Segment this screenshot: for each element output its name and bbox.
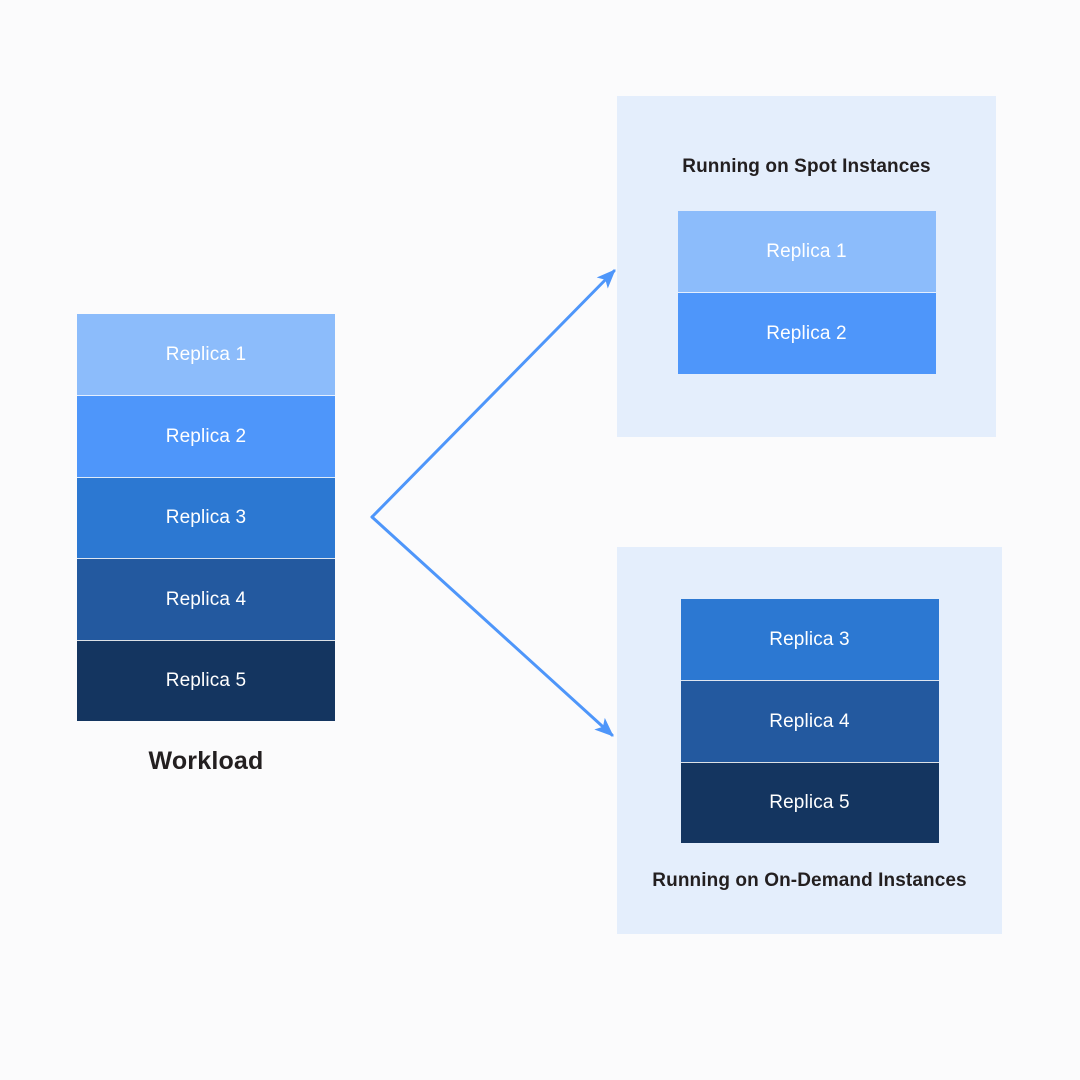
replica-label: Replica 2 xyxy=(165,426,247,448)
replica-band[interactable]: Replica 2 xyxy=(77,395,335,477)
replica-label: Replica 1 xyxy=(165,344,247,366)
replica-band[interactable]: Replica 4 xyxy=(680,680,939,762)
workload-replica-stack: Replica 1 Replica 2 Replica 3 Replica 4 … xyxy=(77,314,335,721)
spot-replica-stack: Replica 1 Replica 2 xyxy=(677,211,936,374)
panel-title-on-demand: Running on On-Demand Instances xyxy=(652,870,967,892)
panel-title-spot: Running on Spot Instances xyxy=(682,156,931,177)
replica-label: Replica 4 xyxy=(165,588,247,610)
placement-panel-spot: Running on Spot Instances Replica 1 Repl… xyxy=(617,96,996,437)
placement-panel-on-demand: Replica 3 Replica 4 Replica 5 Running on… xyxy=(617,547,1002,934)
replica-band[interactable]: Replica 2 xyxy=(677,292,936,374)
replica-label: Replica 3 xyxy=(165,507,247,529)
on-demand-replica-stack: Replica 3 Replica 4 Replica 5 xyxy=(680,599,939,844)
workload-caption: Workload xyxy=(148,746,264,775)
workload-group: Replica 1 Replica 2 Replica 3 Replica 4 … xyxy=(77,314,335,776)
replica-band[interactable]: Replica 1 xyxy=(77,314,335,396)
replica-label: Replica 5 xyxy=(769,792,850,814)
replica-label: Replica 1 xyxy=(766,241,847,263)
arrow-workload-to-on-demand xyxy=(370,515,614,737)
replica-band[interactable]: Replica 3 xyxy=(77,476,335,559)
replica-band[interactable]: Replica 3 xyxy=(680,599,939,681)
replica-band[interactable]: Replica 5 xyxy=(77,639,335,721)
replica-label: Replica 5 xyxy=(165,670,247,692)
replica-label: Replica 2 xyxy=(766,323,847,345)
replica-label: Replica 3 xyxy=(769,629,850,651)
arrow-workload-to-spot xyxy=(370,269,616,519)
replica-band[interactable]: Replica 1 xyxy=(677,211,936,293)
replica-label: Replica 4 xyxy=(769,711,850,733)
replica-band[interactable]: Replica 5 xyxy=(680,761,939,844)
replica-band[interactable]: Replica 4 xyxy=(77,558,335,640)
